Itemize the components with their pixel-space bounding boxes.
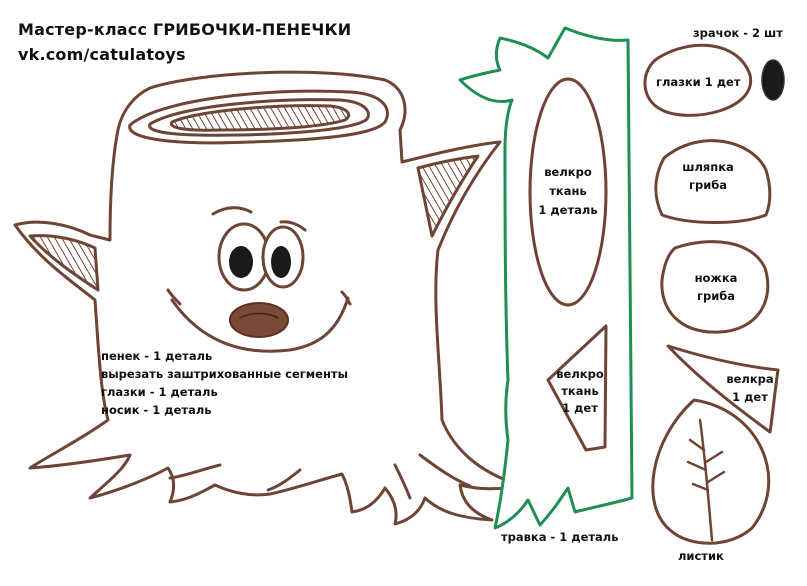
eyes-label: глазки 1 дет — [656, 75, 741, 89]
stump-face — [166, 206, 352, 353]
velcro-big-label-2: ткань — [549, 184, 587, 198]
stump-piece — [13, 70, 522, 526]
vk-link[interactable]: vk.com/catulatoys — [18, 45, 186, 64]
stump-label-line2: вырезать заштрихованные сегменты — [101, 367, 348, 381]
brow-left — [211, 206, 253, 216]
stump-right-hatched — [416, 154, 480, 238]
leaf-veins — [686, 418, 726, 542]
cap-label-1: шляпка — [682, 160, 734, 174]
grass-label: травка - 1 деталь — [501, 530, 619, 544]
page-title: Мастер-класс ГРИБОЧКИ-ПЕНЕЧКИ — [18, 20, 352, 39]
stump-top-ring-outer — [128, 89, 389, 145]
velcro-small-outline — [546, 324, 608, 452]
leaf-outline — [651, 398, 771, 545]
stump-label-line1: пенек - 1 деталь — [101, 349, 213, 363]
velcro-big-outline — [528, 77, 608, 307]
velcro-right-outline — [666, 344, 780, 434]
velcro-big-label-3: 1 деталь — [538, 203, 598, 217]
brow-right — [279, 220, 307, 232]
stump-top-hatched — [169, 104, 351, 132]
velcro-small-label-3: 1 дет — [562, 401, 598, 415]
pupil-left — [229, 246, 253, 278]
cap-piece-outline — [654, 139, 772, 224]
pupil-sample — [761, 59, 785, 101]
stem-piece-outline — [660, 240, 770, 334]
velcro-small-label-2: ткань — [561, 384, 599, 398]
mouth — [170, 296, 350, 353]
eyes-piece-outline — [643, 43, 752, 117]
pupil-right — [271, 246, 291, 278]
stump-top-ring-inner — [148, 98, 370, 137]
velcro-small-label-1: велкро — [556, 367, 604, 381]
pupil-label: зрачок - 2 шт — [693, 26, 783, 40]
velcro-big-label-1: велкро — [544, 165, 592, 179]
velcro-right-label-2: 1 дет — [732, 390, 768, 404]
stump-label-line4: носик - 1 деталь — [101, 403, 212, 417]
stem-label-2: гриба — [696, 289, 736, 303]
stump-left-hatched — [28, 234, 100, 292]
stem-label-1: ножка — [694, 271, 738, 285]
stump-label-line3: глазки - 1 деталь — [101, 385, 218, 399]
nose-piece — [229, 302, 289, 338]
velcro-right-label-1: велкра — [726, 372, 774, 386]
leaf-label: листик — [678, 549, 724, 563]
stump-outline — [13, 70, 522, 526]
cap-label-2: гриба — [688, 178, 728, 192]
